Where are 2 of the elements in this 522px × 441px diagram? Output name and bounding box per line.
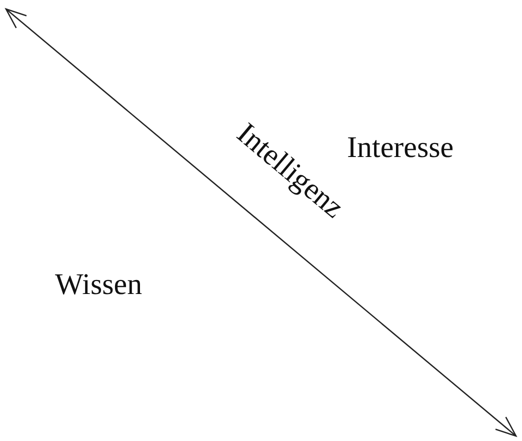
- region-label: Wissen: [55, 270, 142, 300]
- region-label: Interesse: [347, 133, 454, 163]
